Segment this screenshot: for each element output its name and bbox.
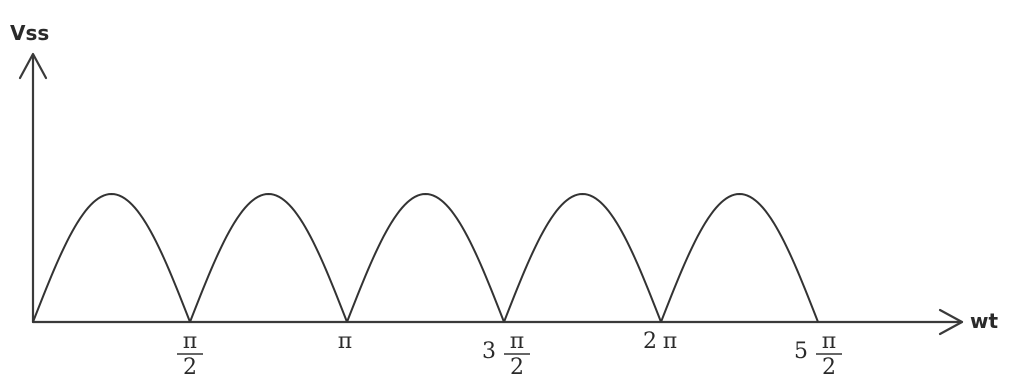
wave-arch (660, 192, 819, 323)
tick-numerator: π (338, 329, 352, 354)
wave-arch (189, 192, 348, 323)
tick-numerator: π (663, 329, 677, 354)
tick-label-1: π 2 (177, 329, 203, 378)
tick-numerator: π (822, 329, 836, 354)
wave-arch (346, 192, 505, 323)
x-axis-arrowhead (938, 308, 964, 336)
tick-numerator: π (510, 329, 524, 354)
tick-denominator: 2 (183, 355, 197, 378)
wave-arch (32, 192, 191, 323)
tick-denominator: 2 (510, 355, 524, 378)
tick-label-3: 3 π 2 (482, 329, 530, 378)
y-axis-arrowhead (18, 52, 48, 80)
tick-label-4: 2 π (643, 329, 677, 354)
tick-label-5: 5 π 2 (794, 329, 842, 378)
tick-numerator: π (183, 329, 197, 354)
wave-arch (503, 192, 662, 323)
tick-coefficient: 2 (643, 329, 657, 354)
tick-coefficient: 5 (794, 339, 808, 364)
waveform (32, 192, 819, 323)
y-axis-label: Vss (10, 21, 49, 45)
x-axis-label: wt (970, 309, 998, 333)
tick-coefficient: 3 (482, 339, 496, 364)
tick-label-2: π (338, 329, 352, 354)
tick-denominator: 2 (822, 355, 836, 378)
